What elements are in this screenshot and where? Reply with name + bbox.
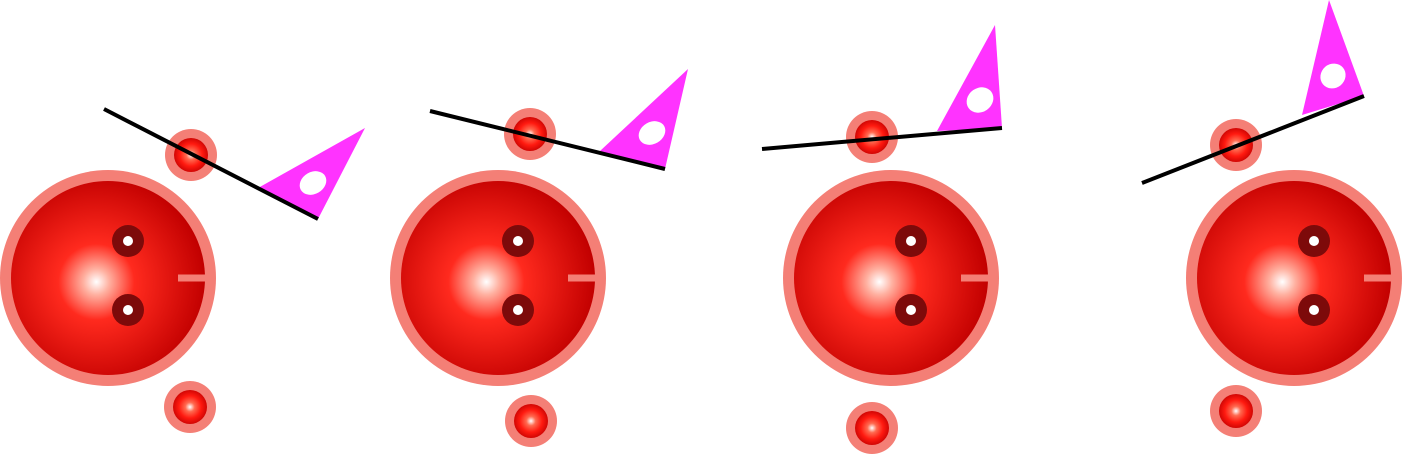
small-sphere-bottom-icon [1210, 385, 1262, 437]
sphere-eye-highlight-1 [1309, 236, 1319, 246]
small-sphere-bottom-icon [846, 402, 898, 454]
large-sphere-icon [390, 170, 606, 386]
sphere-eye-highlight-2 [1309, 305, 1319, 315]
lever-arm-icon [761, 126, 1003, 151]
triangle-flag-icon [1302, 0, 1364, 115]
diagram-panel-3 [761, 25, 1003, 454]
lever-arm-icon [103, 107, 319, 221]
small-sphere-bottom-body [855, 411, 889, 445]
diagram-panel-1 [0, 107, 365, 433]
sphere-eye-highlight-2 [513, 305, 523, 315]
small-sphere-bottom-body [1219, 394, 1253, 428]
large-sphere-body [1197, 181, 1391, 375]
small-sphere-bottom-body [514, 404, 548, 438]
sphere-eye-highlight-1 [513, 236, 523, 246]
diagram-panel-2 [390, 69, 688, 447]
triangle-flag-icon [937, 25, 1002, 131]
small-sphere-bottom-icon [164, 381, 216, 433]
lever-arm-icon [1141, 94, 1365, 185]
small-sphere-top-body [855, 120, 889, 154]
small-sphere-bottom-icon [505, 395, 557, 447]
sphere-eye-highlight-1 [123, 236, 133, 246]
sphere-eye-highlight-2 [123, 305, 133, 315]
diagram-panel-4 [1141, 0, 1402, 437]
flag-spot [1320, 63, 1346, 89]
small-sphere-bottom-body [173, 390, 207, 424]
lever-arm-icon [429, 109, 666, 171]
large-sphere-icon [0, 170, 216, 386]
sphere-eye-highlight-1 [906, 236, 916, 246]
triangle-flag-icon [600, 69, 688, 169]
sphere-eye-highlight-2 [906, 305, 916, 315]
large-sphere-body [11, 181, 205, 375]
large-sphere-body [794, 181, 988, 375]
small-sphere-top-icon [846, 111, 898, 163]
large-sphere-icon [783, 170, 999, 386]
flag-spot [638, 121, 666, 145]
flag-spot [299, 171, 327, 195]
flag-spot [966, 87, 994, 113]
large-sphere-icon [1186, 170, 1402, 386]
large-sphere-body [401, 181, 595, 375]
